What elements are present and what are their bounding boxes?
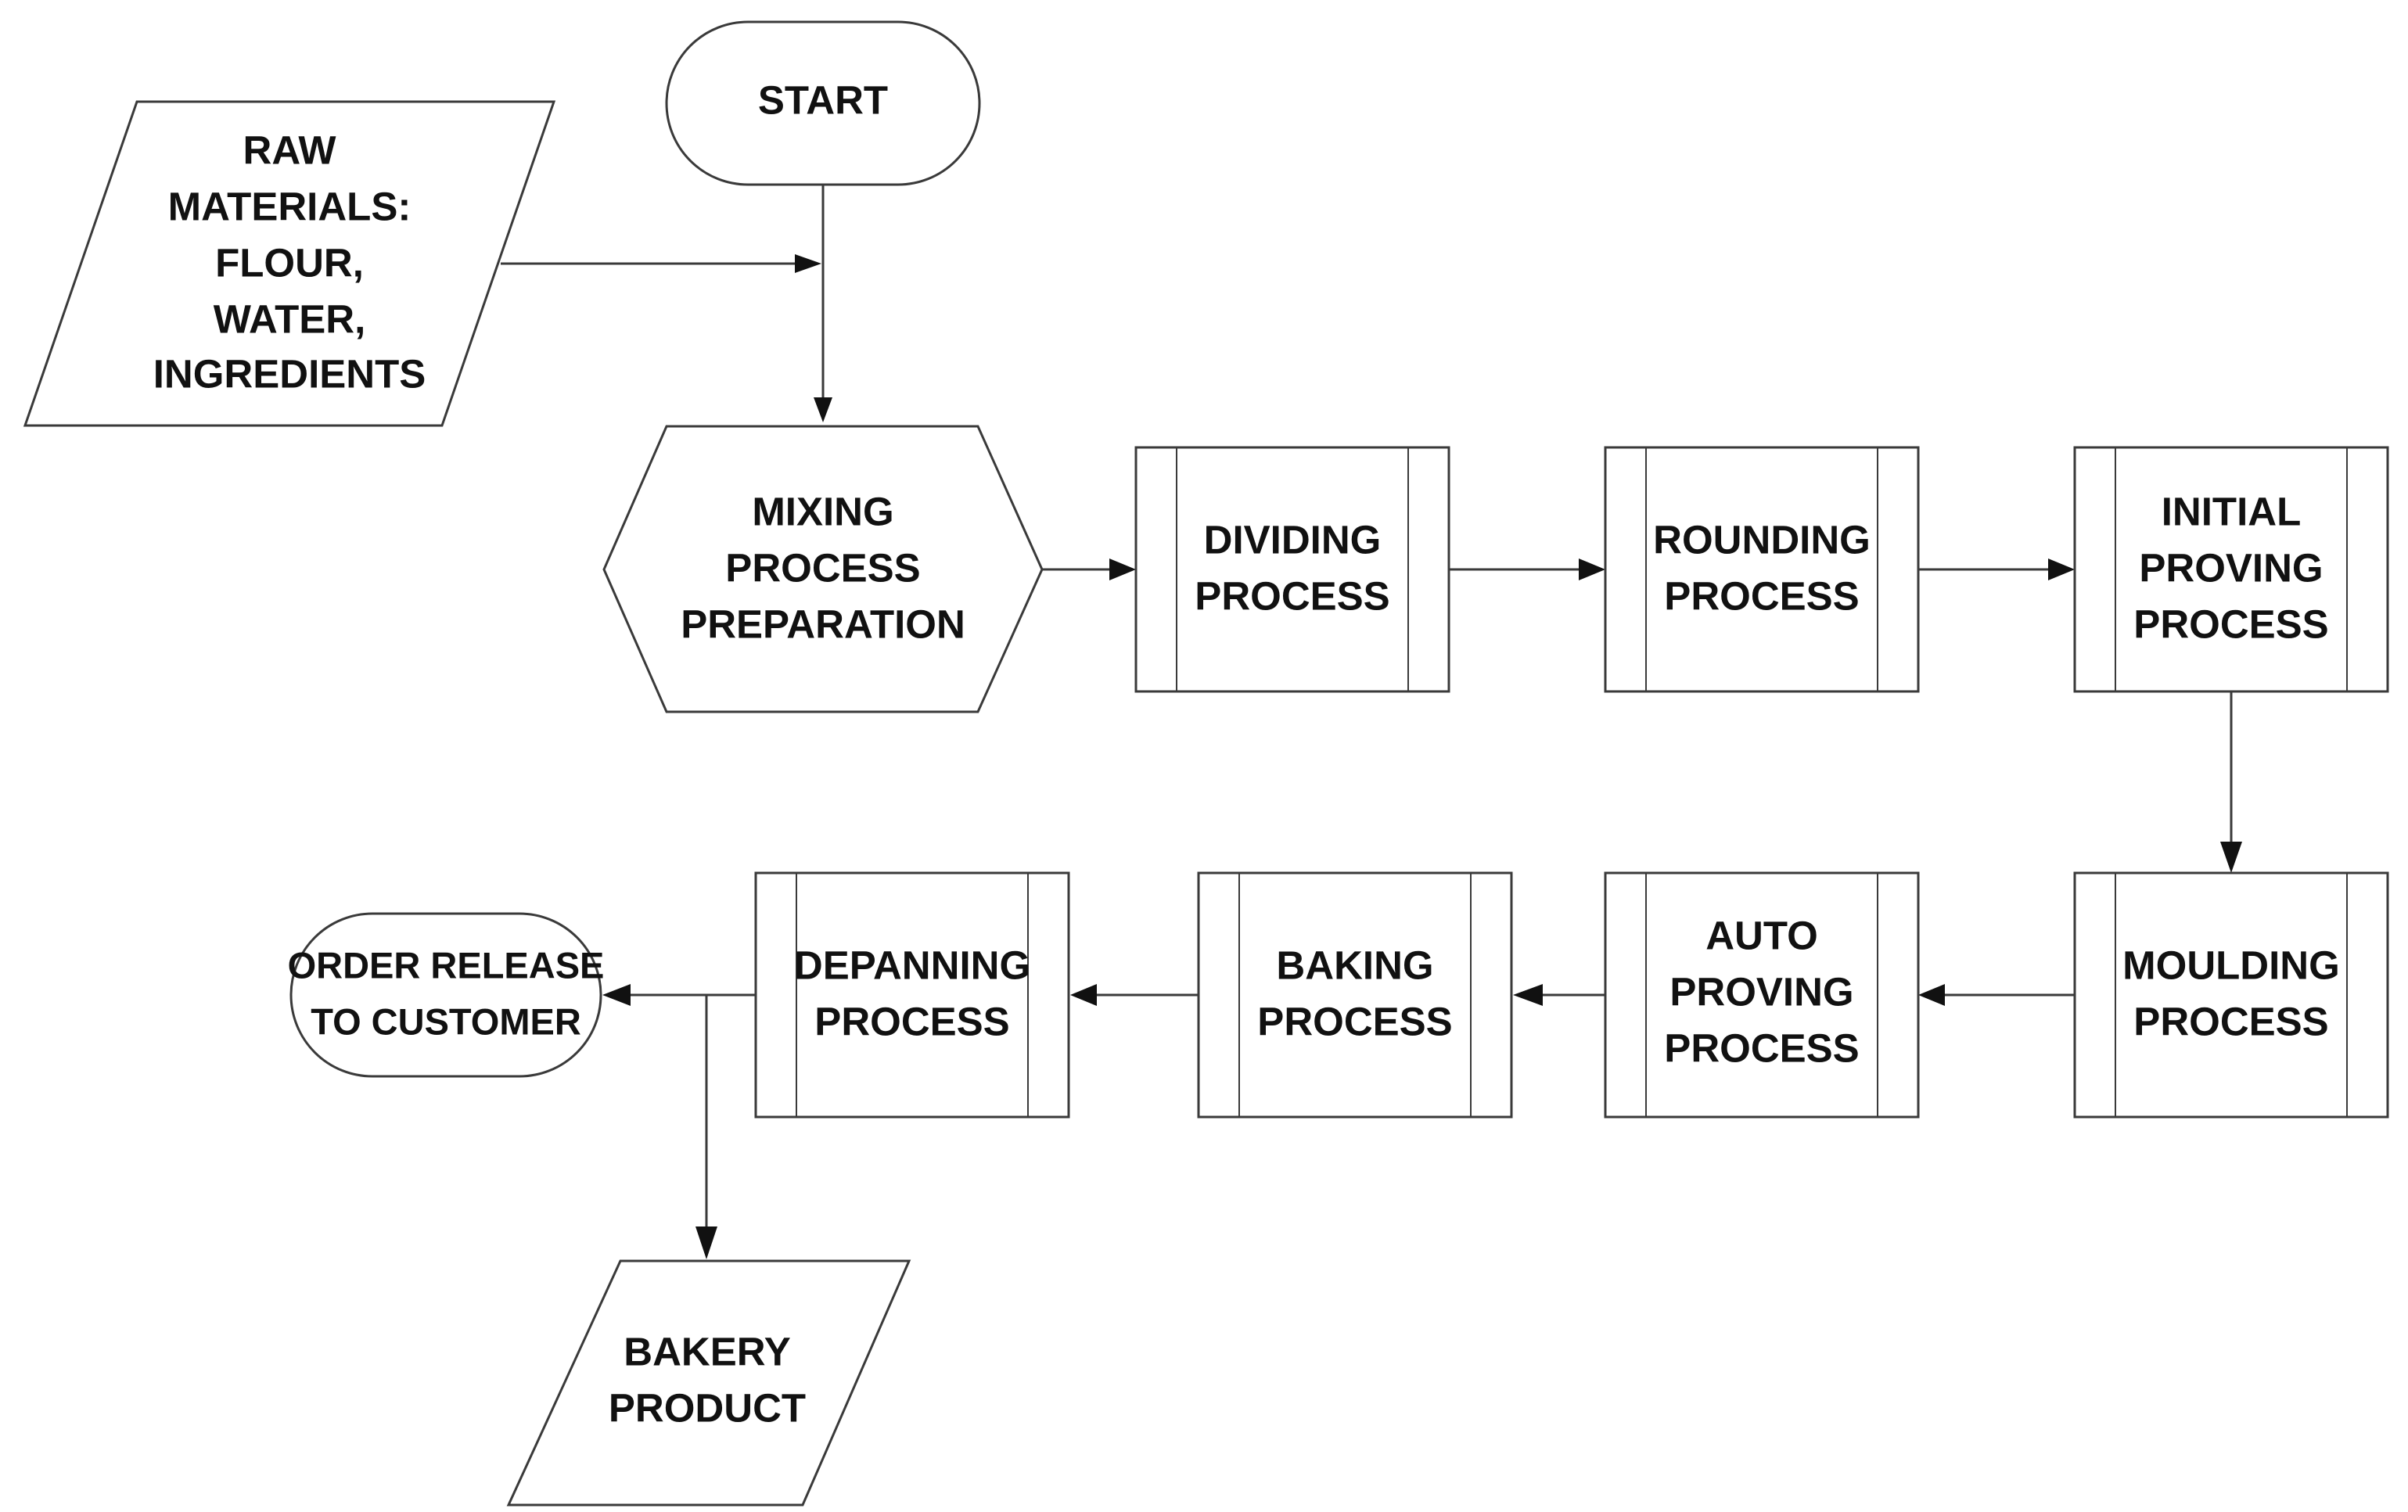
arrowhead-into-baking	[1513, 984, 1543, 1006]
depanning-label-line-2: PROCESS	[814, 1000, 1009, 1044]
raw-materials-label-line-1: RAW	[243, 128, 337, 173]
bakery-product-output: BAKERY PRODUCT	[506, 1259, 911, 1507]
initial-proving-label-line-1: INITIAL	[2162, 490, 2301, 534]
arrowheads	[602, 254, 2242, 1259]
initial-proving-label-line-2: PROVING	[2139, 546, 2323, 591]
arrowhead-into-mixing-from-start	[814, 397, 832, 422]
order-release-terminator: ORDER RELEASE TO CUSTOMER	[288, 912, 605, 1078]
dividing-process: DIVIDING PROCESS	[1134, 446, 1450, 693]
initial-proving-label-line-3: PROCESS	[2133, 602, 2328, 647]
order-release-label-line-2: TO CUSTOMER	[311, 1001, 581, 1043]
auto-proving-label-line-3: PROCESS	[1664, 1026, 1859, 1071]
initial-proving-box	[2073, 446, 2389, 693]
rounding-box	[1604, 446, 1920, 693]
moulding-label-line-1: MOULDING	[2122, 943, 2340, 988]
bakery-product-label-line-1: BAKERY	[624, 1330, 790, 1374]
mixing-label-line-3: PREPARATION	[681, 602, 965, 647]
start-terminator: START	[665, 20, 981, 186]
baking-label-line-2: PROCESS	[1257, 1000, 1452, 1044]
rounding-label-line-2: PROCESS	[1664, 574, 1859, 619]
mixing-label-line-1: MIXING	[752, 490, 893, 534]
mixing-hexagon	[602, 425, 1044, 713]
raw-materials-label-line-4: WATER,	[214, 297, 366, 342]
bakery-product-parallelogram	[506, 1259, 911, 1507]
arrowhead-into-order-release	[602, 984, 631, 1006]
depanning-box	[754, 871, 1070, 1119]
raw-materials-parallelogram	[23, 100, 556, 427]
arrowhead-into-auto-proving	[1918, 984, 1945, 1006]
start-terminator-shape	[665, 20, 981, 186]
mixing-label-line-2: PROCESS	[725, 546, 920, 591]
raw-materials-label-line-2: MATERIALS:	[168, 185, 412, 229]
auto-proving-label-line-2: PROVING	[1669, 970, 1853, 1015]
dividing-label-line-1: DIVIDING	[1204, 518, 1382, 562]
arrowhead-into-depanning	[1070, 984, 1097, 1006]
moulding-process: MOULDING PROCESS	[2073, 871, 2389, 1119]
initial-proving-process: INITIAL PROVING PROCESS	[2073, 446, 2389, 693]
mixing-process-preparation: MIXING PROCESS PREPARATION	[602, 425, 1044, 713]
auto-proving-label-line-1: AUTO	[1705, 914, 1818, 958]
dividing-label-line-2: PROCESS	[1195, 574, 1389, 619]
baking-process: BAKING PROCESS	[1197, 871, 1513, 1119]
arrowhead-into-start-line-from-raw-materials	[795, 254, 821, 273]
order-release-label-line-1: ORDER RELEASE	[288, 945, 605, 986]
rounding-label-line-1: ROUNDING	[1653, 518, 1871, 562]
arrowhead-into-initial-proving	[2048, 558, 2075, 580]
arrowhead-into-moulding	[2220, 842, 2242, 873]
arrowhead-into-dividing	[1109, 558, 1136, 580]
moulding-box	[2073, 871, 2389, 1119]
dividing-box	[1134, 446, 1450, 693]
depanning-process: DEPANNING PROCESS	[754, 871, 1070, 1119]
arrowhead-into-rounding	[1579, 558, 1605, 580]
bakery-product-label-line-2: PRODUCT	[609, 1386, 806, 1431]
baking-box	[1197, 871, 1513, 1119]
arrowhead-into-bakery-product	[695, 1226, 717, 1259]
baking-label-line-1: BAKING	[1276, 943, 1433, 988]
raw-materials-label-line-5: INGREDIENTS	[153, 352, 426, 397]
auto-proving-box	[1604, 871, 1920, 1119]
raw-materials-label-line-3: FLOUR,	[215, 241, 364, 286]
connectors	[501, 185, 2233, 1230]
order-release-shape	[289, 912, 602, 1078]
auto-proving-process: AUTO PROVING PROCESS	[1604, 871, 1920, 1119]
moulding-label-line-2: PROCESS	[2133, 1000, 2328, 1044]
depanning-label-line-1: DEPANNING	[794, 943, 1030, 988]
start-label: START	[758, 78, 888, 123]
rounding-process: ROUNDING PROCESS	[1604, 446, 1920, 693]
raw-materials-input: RAW MATERIALS: FLOUR, WATER, INGREDIENTS	[23, 100, 556, 427]
